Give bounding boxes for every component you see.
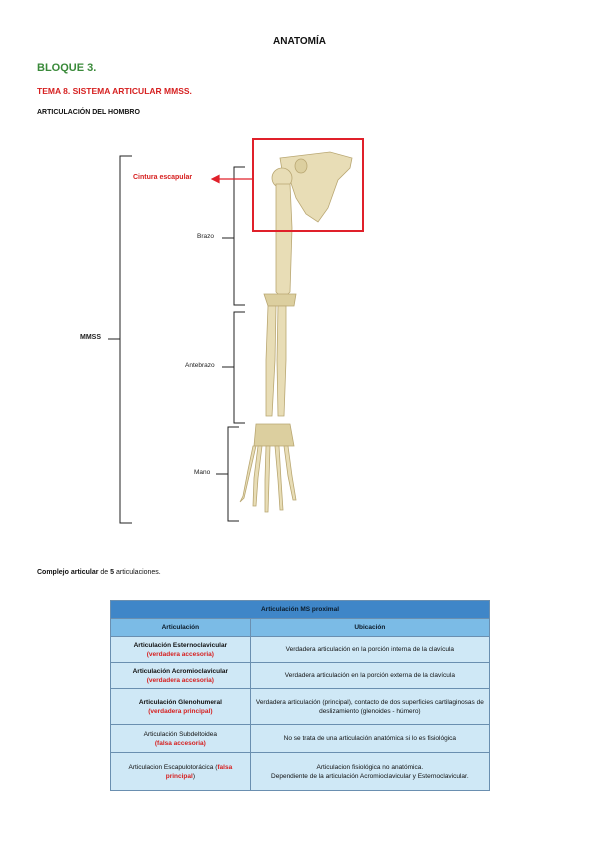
intro-text-2: articulaciones. (114, 569, 161, 576)
location-cell: No se trata de una articulación anatómic… (249, 724, 491, 753)
table-row: Articulación Subdeltoidea(falsa accesori… (110, 724, 491, 753)
articulation-cell: Articulación Acromioclavicular(verdadera… (110, 662, 251, 689)
intro-line: Complejo articular de 5 articulaciones. (37, 569, 161, 576)
mmss-bracket (108, 155, 132, 524)
upper-limb-figure (108, 138, 364, 524)
location-cell: Verdadera articulación en la porción int… (249, 636, 491, 663)
document-title: ANATOMÍA (273, 36, 326, 47)
label-mano: Mano (194, 469, 211, 476)
hand-bones (239, 423, 297, 513)
section-heading: ARTICULACIÓN DEL HOMBRO (37, 109, 140, 116)
highlight-box (252, 138, 364, 232)
articulation-cell: Articulación Glenohumeral(verdadera prin… (110, 688, 251, 725)
humerus-bone (263, 167, 297, 307)
articulation-table: Articulación MS proximal Articulación Ub… (110, 600, 491, 791)
table-row: Articulación Esternoclavicular(verdadera… (110, 636, 491, 663)
intro-text-1: de (98, 569, 111, 576)
articulation-cell: Articulación Subdeltoidea(falsa accesori… (110, 724, 251, 753)
articulation-cell: Articulacion Escapulotorácica (falsa pri… (110, 752, 251, 791)
intro-bold-1: Complejo articular (37, 569, 99, 576)
table-row: Articulación Glenohumeral(verdadera prin… (110, 688, 491, 725)
table-row: Articulación Acromioclavicular(verdadera… (110, 662, 491, 689)
antebrazo-bracket (222, 311, 245, 424)
forearm-bones (265, 305, 287, 417)
topic-heading: TEMA 8. SISTEMA ARTICULAR MMSS. (37, 86, 192, 96)
location-cell: Articulacion fisiológica no anatómica.De… (249, 752, 491, 791)
table-row: Articulacion Escapulotorácica (falsa pri… (110, 752, 491, 791)
label-brazo: Brazo (197, 233, 214, 240)
label-antebrazo: Antebrazo (185, 362, 215, 369)
intro-bold-2: 5 (110, 569, 115, 576)
label-cintura-escapular: Cintura escapular (133, 174, 193, 181)
articulation-cell: Articulación Esternoclavicular(verdadera… (110, 636, 251, 663)
location-cell: Verdadera articulación (principal), cont… (249, 688, 491, 725)
cintura-arrow (210, 174, 253, 184)
location-cell: Verdadera articulación en la porción ext… (249, 662, 491, 689)
column-header-ubicacion: Ubicación (249, 618, 491, 637)
block-heading: BLOQUE 3. (37, 62, 97, 74)
table-caption: Articulación MS proximal (110, 600, 490, 619)
label-mmss: MMSS (80, 334, 101, 341)
brazo-bracket (222, 166, 245, 306)
mano-bracket (216, 426, 239, 522)
column-header-articulacion: Articulación (110, 618, 251, 637)
